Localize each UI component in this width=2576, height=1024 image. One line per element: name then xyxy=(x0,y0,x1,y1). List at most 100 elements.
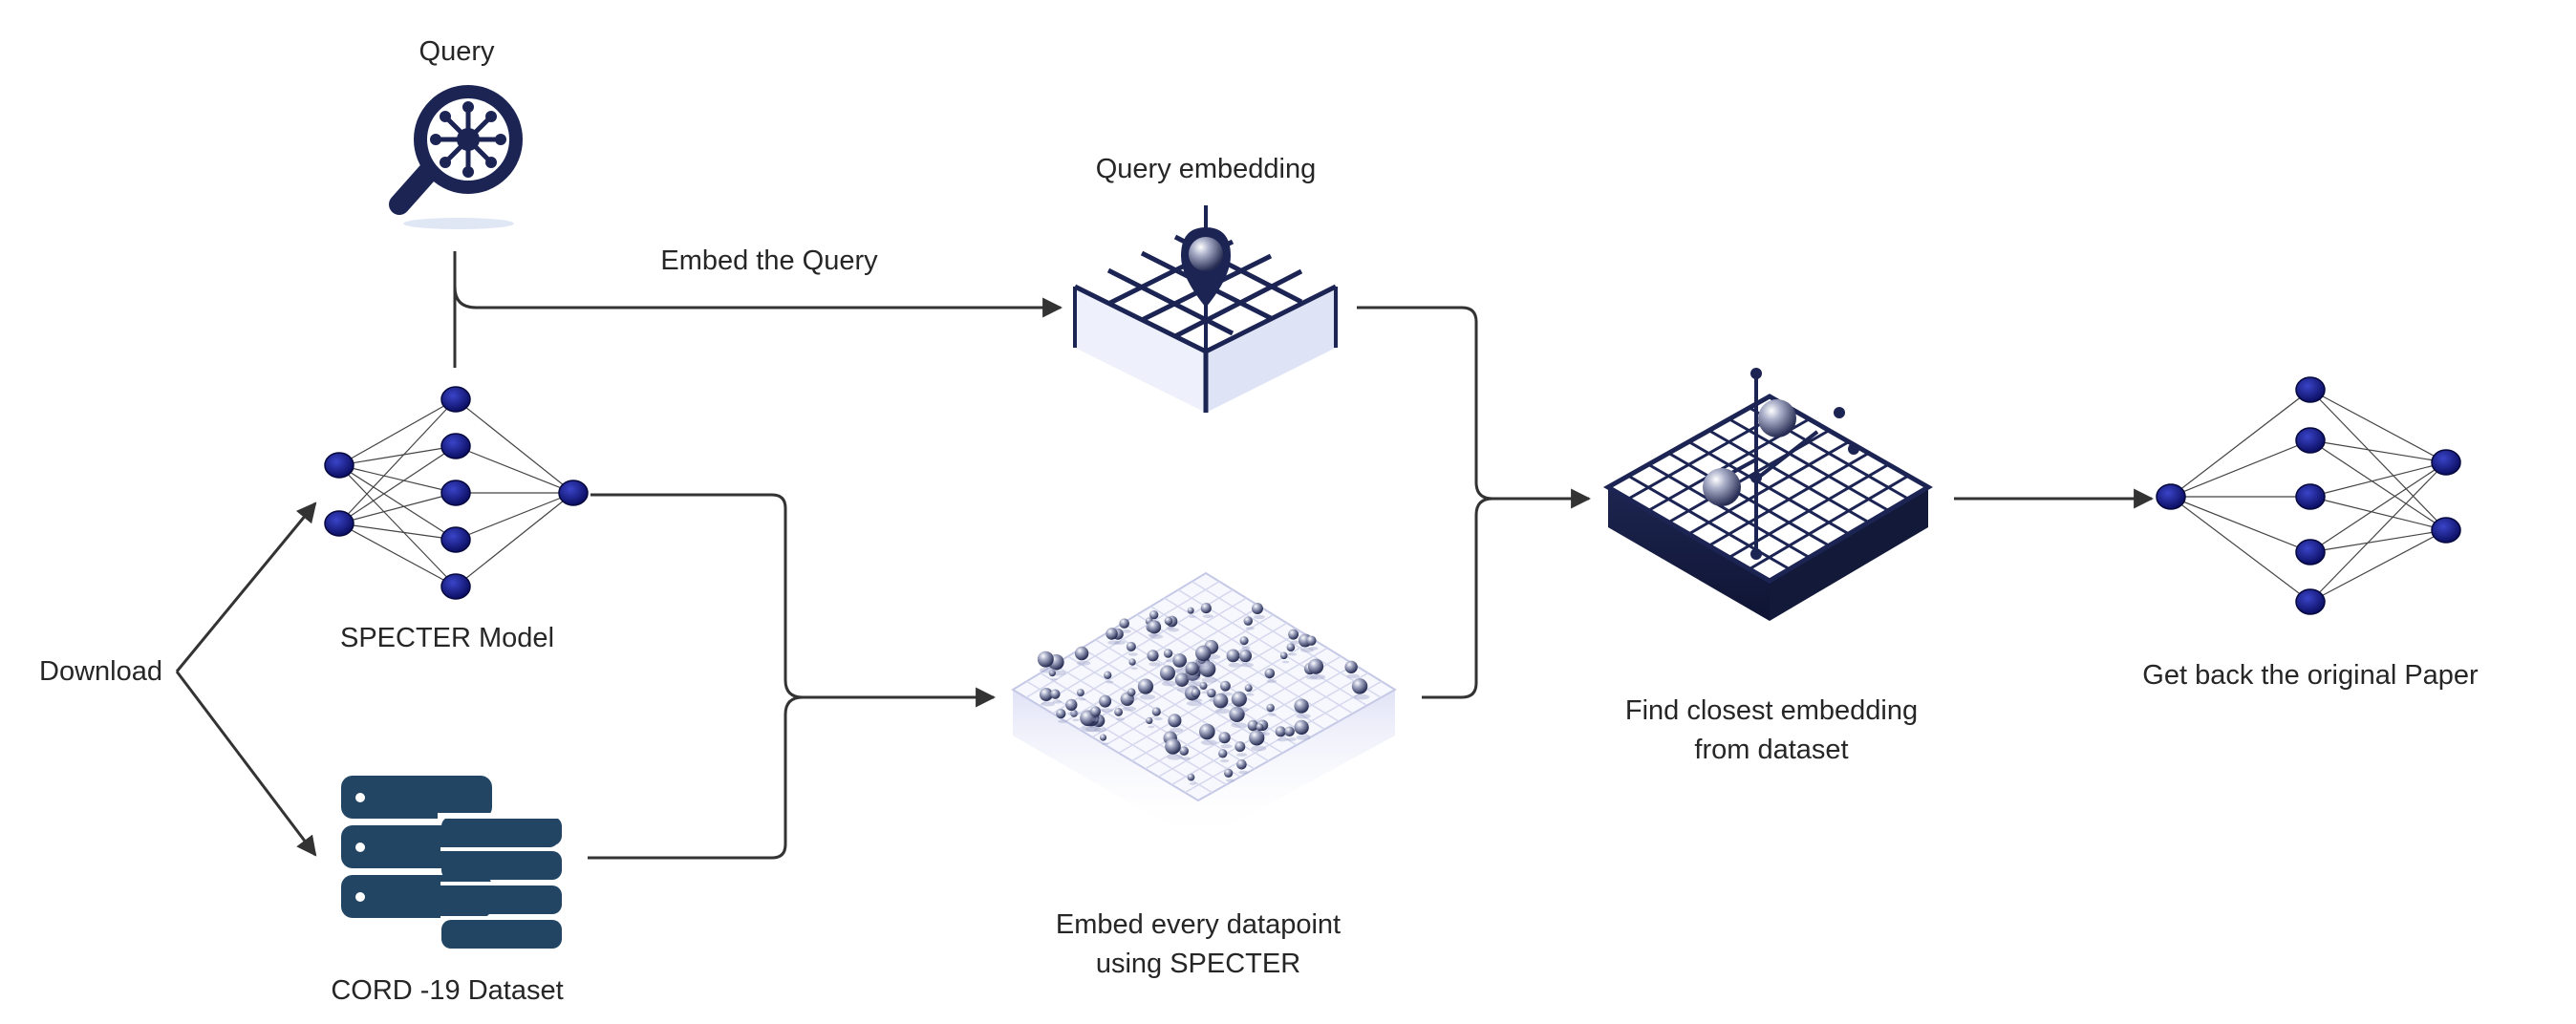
embedding-point xyxy=(1099,694,1112,708)
download-label: Download xyxy=(39,656,162,687)
point-shadow xyxy=(1214,708,1231,715)
point-shadow xyxy=(1149,633,1164,639)
embedding-point xyxy=(1286,643,1296,651)
point-shadow xyxy=(1166,626,1175,629)
point-shadow xyxy=(1072,718,1080,722)
embedding-point xyxy=(1266,703,1275,713)
embedding-point xyxy=(1249,730,1265,746)
embedding-point xyxy=(1126,641,1136,651)
point-shadow xyxy=(1050,677,1058,681)
point-shadow xyxy=(1220,758,1230,763)
point-shadow xyxy=(1116,717,1126,721)
specter-model-label: SPECTER Model xyxy=(339,623,555,653)
get-back-label: Get back the original Paper xyxy=(2142,660,2479,691)
embedding-point xyxy=(1106,628,1118,640)
grid-line xyxy=(1707,429,1870,524)
embed-every-label-line2: using SPECTER xyxy=(1095,949,1301,979)
point-shadow xyxy=(1076,660,1091,666)
point-shadow xyxy=(1199,665,1209,669)
point-shadow xyxy=(1228,662,1242,668)
embedding-point xyxy=(1307,658,1324,674)
dataset-embeddings-line xyxy=(1422,497,1493,699)
point-shadow xyxy=(1202,614,1213,619)
scatter-grid-icon xyxy=(1011,571,1397,843)
embedding-point xyxy=(1164,616,1173,626)
network-node xyxy=(2431,449,2461,476)
point-shadow xyxy=(1101,708,1114,713)
point-shadow xyxy=(1201,676,1218,683)
cord-dataset-label: CORD -19 Dataset xyxy=(331,975,564,1006)
point-shadow xyxy=(1039,667,1056,673)
embedding-point xyxy=(1114,707,1124,716)
embed-query-arrow xyxy=(453,286,1063,318)
network-node xyxy=(324,452,354,479)
point-shadow xyxy=(1139,693,1156,700)
neural-network-icon xyxy=(2156,376,2461,615)
network-node xyxy=(2156,483,2186,510)
download-to-model-arrow xyxy=(175,501,317,672)
embedding-point xyxy=(1187,607,1194,614)
grid-spheres-icon xyxy=(1602,368,1933,621)
query-embedding-line xyxy=(1357,306,1493,501)
embedding-point xyxy=(1351,678,1368,694)
point-shadow xyxy=(1233,707,1249,713)
embedding-point xyxy=(1065,698,1078,712)
network-node xyxy=(324,510,354,537)
network-node xyxy=(440,480,471,506)
embedding-point xyxy=(1128,658,1136,666)
embedding-point xyxy=(1137,678,1154,694)
embedding-point xyxy=(1231,691,1247,707)
point-shadow xyxy=(1201,691,1210,694)
embedding-point xyxy=(1200,603,1212,614)
embed-every-label-line1: Embed every datapoint xyxy=(1055,909,1342,940)
network-node xyxy=(440,386,471,413)
point-shadow xyxy=(1084,726,1102,733)
embedding-point xyxy=(1264,668,1276,679)
embedding-point xyxy=(1037,651,1054,668)
embedding-point xyxy=(1168,714,1182,728)
point-shadow xyxy=(1277,737,1288,742)
network-node xyxy=(440,526,471,553)
neural-network-icon xyxy=(324,386,589,600)
embedding-point xyxy=(1244,684,1253,693)
embedding-point xyxy=(1247,719,1258,732)
embedding-point xyxy=(1191,688,1201,698)
point-shadow xyxy=(1251,745,1267,752)
connectors xyxy=(175,251,2155,860)
point-shadow xyxy=(1082,726,1098,733)
embedding-point xyxy=(1294,719,1309,736)
point-shadow xyxy=(1041,701,1055,707)
embedding-point xyxy=(1076,689,1084,697)
network-node xyxy=(2295,539,2326,565)
grid-line xyxy=(1184,680,1383,794)
point-shadow xyxy=(1058,719,1068,724)
point-shadow xyxy=(1148,632,1158,637)
embedding-point xyxy=(1284,726,1295,736)
embedding-point xyxy=(1288,629,1299,640)
download-to-dataset-arrow xyxy=(175,671,317,857)
embedding-point xyxy=(1207,688,1216,698)
point-shadow xyxy=(1113,640,1126,645)
point-shadow xyxy=(1353,693,1370,700)
grid-line xyxy=(1687,440,1850,536)
grid-line xyxy=(1170,672,1369,786)
grid-line xyxy=(1707,452,1870,547)
embedding-point xyxy=(1239,636,1249,646)
grid-line xyxy=(1158,664,1355,778)
network-edges xyxy=(338,398,574,587)
embedding-point xyxy=(1048,670,1056,677)
point-shadow xyxy=(1290,640,1301,645)
network-node xyxy=(558,480,589,506)
grid-line xyxy=(1749,474,1910,571)
point-shadow xyxy=(1296,714,1311,719)
point-shadow xyxy=(1254,614,1265,620)
embedding-point xyxy=(1163,649,1173,658)
embedding-point xyxy=(1179,746,1189,757)
point-shadow xyxy=(1236,753,1248,757)
embedding-point xyxy=(1165,738,1181,755)
point-shadow xyxy=(1181,757,1191,760)
point-shadow xyxy=(1106,680,1114,684)
embedding-point xyxy=(1275,726,1286,737)
embedding-point xyxy=(1070,710,1078,717)
